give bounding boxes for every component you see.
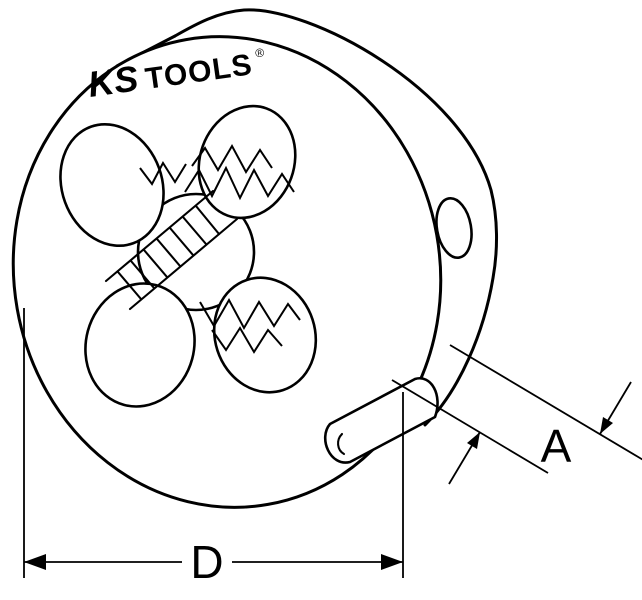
screw-thread-band — [104, 189, 239, 311]
d-dimension-label: D — [190, 536, 223, 588]
a-arrowhead-upper — [600, 417, 613, 434]
side-screw-hole — [435, 197, 473, 259]
clamp-lug — [324, 376, 439, 464]
thread-rib — [142, 248, 169, 279]
relief-hole-nw — [59, 122, 165, 248]
rear-face-arc — [173, 8, 498, 427]
dimension-a: A — [391, 344, 642, 485]
d-arrowhead-right — [381, 554, 403, 570]
cutting-teeth-upper-row-2 — [191, 143, 273, 174]
logo-ks: KS — [85, 57, 140, 105]
cutting-teeth-left-row — [139, 160, 187, 186]
a-arrowhead-lower — [467, 432, 480, 449]
thread-rib — [181, 215, 208, 246]
thread-rib — [116, 270, 143, 301]
d-arrowhead-left — [24, 554, 46, 570]
relief-hole-sw — [84, 282, 196, 408]
threaded-bore — [136, 192, 256, 312]
registered-mark: ® — [254, 45, 265, 60]
dimension-d: D — [23, 308, 404, 588]
a-extension-line-front — [391, 379, 549, 474]
clamp-lug-tip-slot — [337, 432, 346, 456]
a-dimension-label: A — [541, 420, 572, 472]
thread-rib — [168, 226, 195, 257]
thread-rib — [129, 259, 156, 290]
a-extension-line-back — [449, 344, 642, 461]
clamp-lug-outline — [324, 376, 439, 464]
cutting-teeth-lower-row — [199, 297, 301, 331]
cutting-teeth — [139, 143, 301, 354]
cutting-teeth-lower-row-2 — [211, 326, 283, 354]
thread-rib — [194, 204, 221, 236]
die-front-face: KS TOOLS ® — [11, 35, 443, 509]
cutting-teeth-upper-row — [184, 165, 295, 201]
thread-rib — [155, 237, 182, 268]
